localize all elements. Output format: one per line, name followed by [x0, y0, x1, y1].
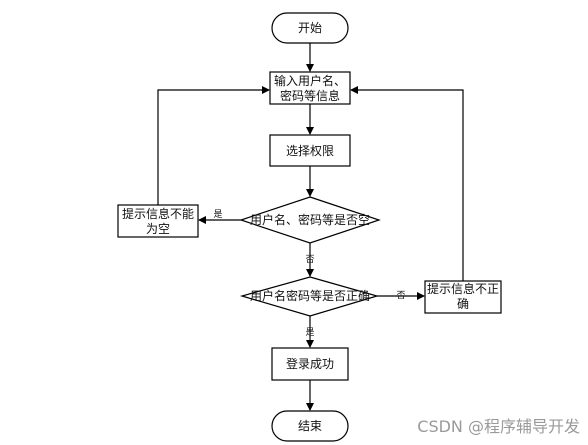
edge-correct-no-label: 否: [396, 290, 405, 301]
edge-hint-wrong-loop: [350, 86, 464, 281]
end-terminator: [271, 410, 349, 442]
login-success-label: 登录成功: [286, 356, 334, 371]
hint-empty-line2: 为空: [146, 222, 170, 236]
start-label: 开始: [298, 21, 322, 35]
check-correct-label: 用户名密码等是否正确: [250, 288, 370, 303]
hint-empty-line1: 提示信息不能: [122, 206, 194, 221]
edge-empty-no-label: 否: [305, 254, 314, 265]
hint-empty-box: [117, 204, 199, 238]
edge-hint-empty-loop: [157, 86, 270, 205]
hint-wrong-box: [424, 280, 502, 314]
watermark: CSDN @程序辅导开发: [417, 417, 580, 436]
login-success-box: [271, 347, 349, 381]
hint-wrong-line1: 提示信息不正: [427, 281, 499, 296]
input-credentials-box: [269, 71, 351, 105]
edge-empty-yes-label: 是: [213, 209, 222, 220]
input-label-line2: 密码等信息: [280, 88, 340, 103]
hint-wrong-line2: 确: [457, 297, 469, 311]
input-label-line1: 输入用户名、: [274, 73, 346, 88]
end-label: 结束: [298, 419, 322, 433]
select-role-label: 选择权限: [286, 144, 334, 158]
edge-correct-yes-label: 是: [305, 327, 314, 338]
check-empty-label: 用户名、密码等是否空: [250, 212, 370, 227]
